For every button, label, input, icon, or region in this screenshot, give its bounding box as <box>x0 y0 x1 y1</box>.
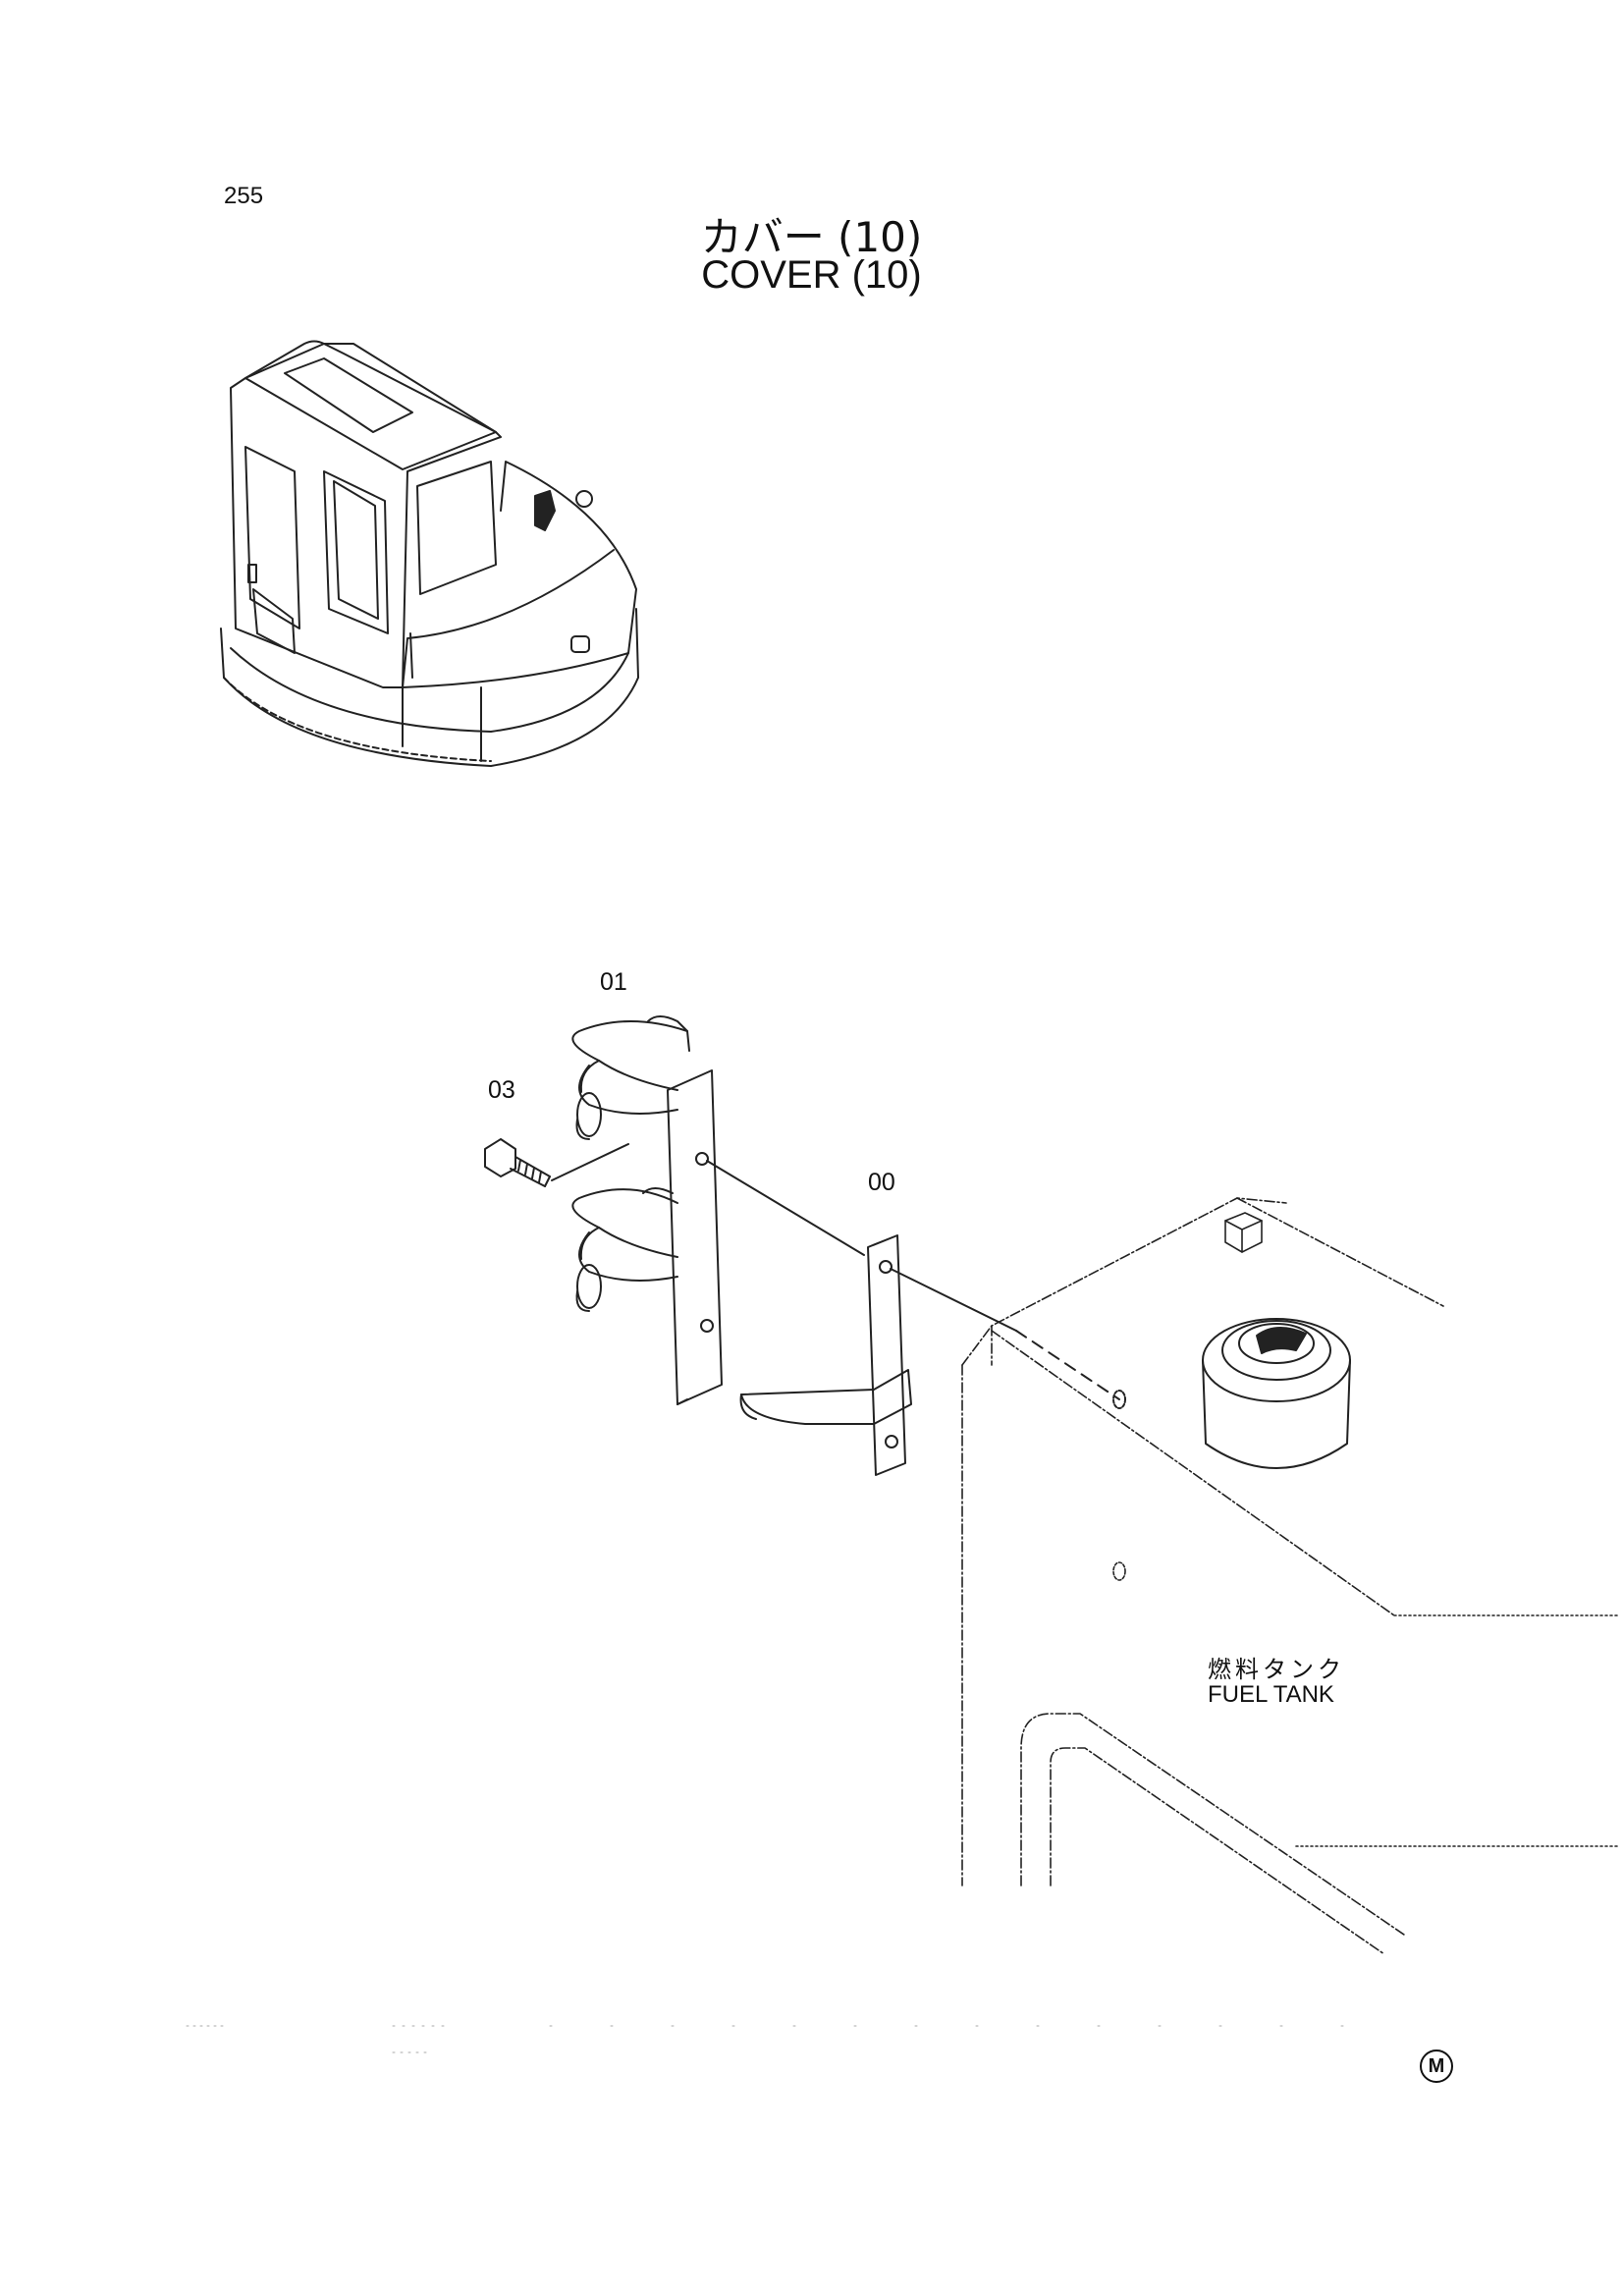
fuel-cap-icon <box>1202 1318 1351 1469</box>
corner-mark-icon: M <box>1420 2050 1453 2083</box>
clamp-bracket-icon <box>571 1015 723 1405</box>
scan-specks <box>186 2025 1395 2053</box>
fuel-tank-icon <box>961 1197 1621 1955</box>
callout-part-01: 01 <box>600 968 627 996</box>
callout-part-03: 03 <box>488 1076 515 1104</box>
stay-bracket-icon <box>739 1234 912 1476</box>
bolt-icon <box>484 1138 629 1187</box>
page-title-english: COVER (10) <box>701 253 922 297</box>
page-number: 255 <box>224 183 264 209</box>
alignment-lines <box>706 1160 1126 1409</box>
callout-part-00: 00 <box>868 1169 895 1196</box>
page-title-japanese: カバー (10) <box>700 213 923 261</box>
fuel-tank-label-english: FUEL TANK <box>1208 1681 1334 1708</box>
fuel-tank-label-japanese: 燃料タンク <box>1208 1656 1345 1683</box>
excavator-illustration <box>220 340 639 767</box>
